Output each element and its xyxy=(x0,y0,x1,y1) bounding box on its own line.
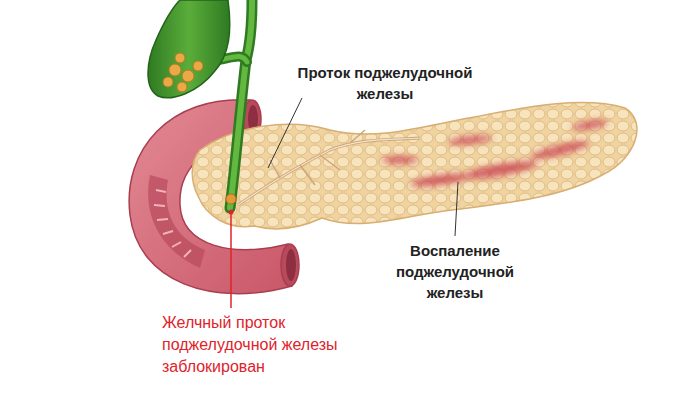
leader-line xyxy=(455,182,458,236)
callout-label: Проток поджелудочной железы xyxy=(290,62,480,104)
leader-line xyxy=(230,212,232,308)
leader-line xyxy=(268,98,302,168)
leader-dot xyxy=(229,210,234,215)
gallbladder xyxy=(148,0,230,98)
callout-label: Желчный проток поджелудочной железы забл… xyxy=(162,312,352,378)
callout-label: Воспаление поджелудочной железы xyxy=(385,240,525,303)
pancreas xyxy=(192,103,637,229)
